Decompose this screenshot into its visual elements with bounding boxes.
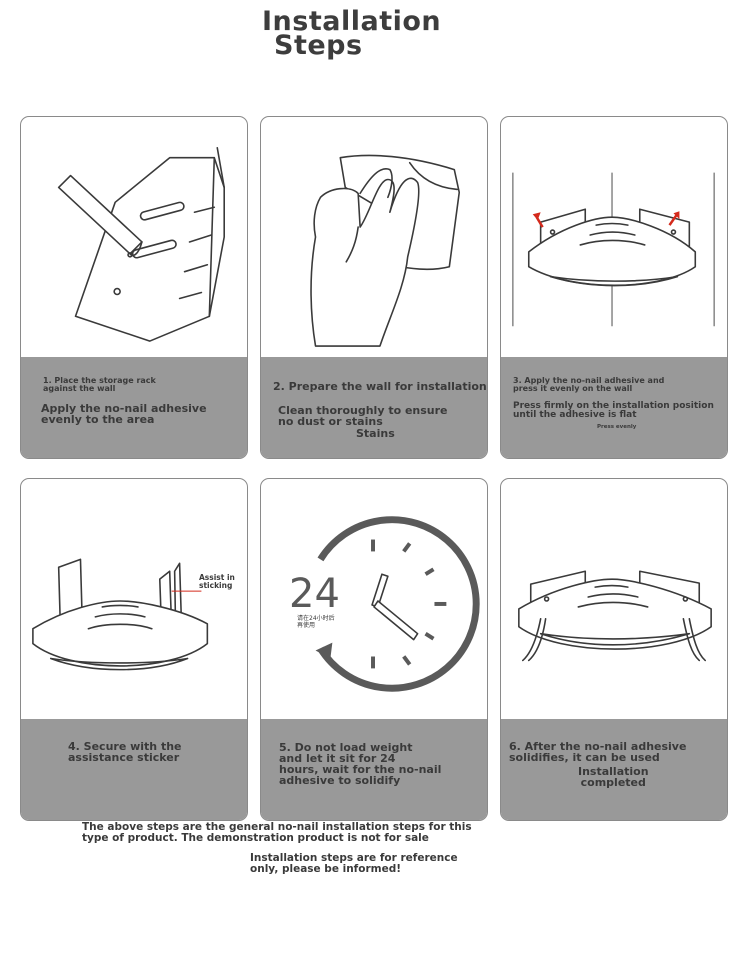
step-card-1: 1. Place the storage rack against the wa…: [20, 116, 248, 459]
step-4-illustration: [21, 479, 247, 719]
step-card-4: Assist in sticking 4. Secure with the as…: [20, 478, 248, 821]
footer-note: The above steps are the general no-nail …: [82, 821, 472, 844]
step-card-3: 3. Apply the no-nail adhesive and press …: [500, 116, 728, 459]
step-6-panel: 6. After the no-nail adhesive solidifies…: [501, 719, 727, 820]
step-card-6: 6. After the no-nail adhesive solidifies…: [500, 478, 728, 821]
step-2-label: 2. Prepare the wall for installation: [273, 380, 487, 393]
step-2-description: Clean thoroughly to ensure no dust or st…: [278, 404, 448, 428]
step-4-callout: Assist in sticking: [199, 573, 235, 590]
step-1-label: 1. Place the storage rack against the wa…: [43, 376, 156, 393]
step-card-2: 2. Prepare the wall for installation Cle…: [260, 116, 488, 459]
step-card-5: 24 请在24小时后 再使用 5. Do not load weight and…: [260, 478, 488, 821]
step-3-label: 3. Apply the no-nail adhesive and press …: [513, 376, 665, 393]
step-5-label: 5. Do not load weight and let it sit for…: [279, 741, 442, 787]
step-6-illustration: [501, 479, 727, 719]
page-title: Installation Steps: [262, 6, 442, 61]
step-3-illustration: [501, 117, 727, 357]
step-2-panel: 2. Prepare the wall for installation Cle…: [261, 357, 487, 458]
step-6-label: 6. After the no-nail adhesive solidifies…: [509, 740, 687, 764]
step-1-description: Apply the no-nail adhesive evenly to the…: [41, 402, 207, 426]
step-3-description: Press firmly on the installation positio…: [513, 401, 714, 420]
step-2-illustration: [261, 117, 487, 357]
step-5-clock-caption: 请在24小时后 再使用: [297, 615, 335, 630]
step-6-description: Installation completed: [578, 765, 649, 789]
step-5-clock-number: 24: [289, 571, 340, 617]
step-4-panel: 4. Secure with the assistance sticker: [21, 719, 247, 820]
title-line-1: Installation: [262, 6, 442, 37]
step-2-extra: Stains: [356, 427, 395, 440]
step-5-panel: 5. Do not load weight and let it sit for…: [261, 719, 487, 820]
step-1-illustration: [21, 117, 247, 357]
footer-reference: Installation steps are for reference onl…: [250, 852, 458, 875]
step-3-panel: 3. Apply the no-nail adhesive and press …: [501, 357, 727, 458]
step-4-label: 4. Secure with the assistance sticker: [68, 740, 182, 764]
step-3-extra: Press evenly: [597, 424, 637, 430]
step-5-illustration: [261, 479, 487, 719]
step-1-panel: 1. Place the storage rack against the wa…: [21, 357, 247, 458]
title-line-2: Steps: [274, 30, 363, 61]
